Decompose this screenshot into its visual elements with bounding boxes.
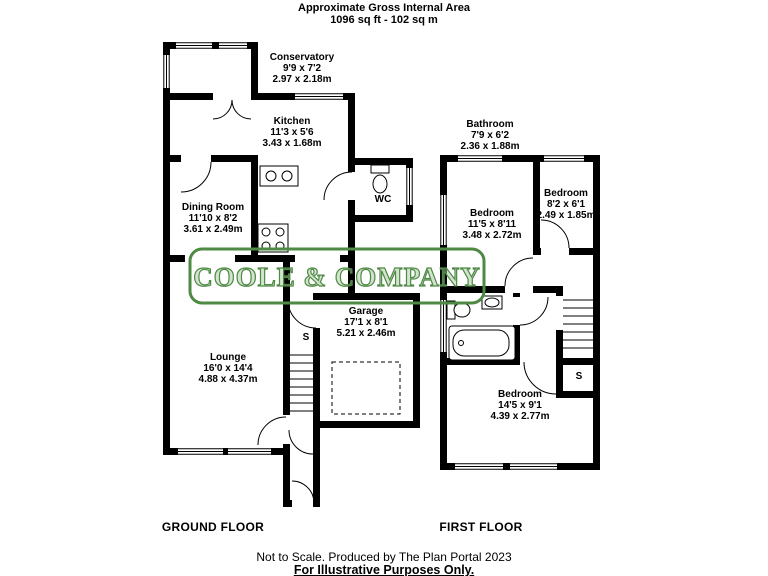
door-arc-porch — [288, 429, 314, 455]
door-arc-lounge — [257, 416, 287, 446]
stove-icon — [257, 223, 289, 253]
room-label-bedroom-bottom: Bedroom 14'5 x 9'1 4.39 x 2.77m — [491, 389, 550, 422]
store-label-ground: S — [302, 332, 310, 343]
window — [176, 42, 212, 49]
room-size-imperial: 7'9 x 6'2 — [470, 130, 510, 141]
door-arc-bedroom-bottom — [523, 361, 557, 395]
room-name: Kitchen — [273, 116, 311, 127]
room-size-metric: 3.48 x 2.72m — [462, 230, 522, 241]
window — [440, 195, 447, 245]
room-name: Dining Room — [181, 202, 245, 213]
ground-floor-plan — [163, 42, 420, 507]
room-size-imperial: 14'5 x 9'1 — [498, 400, 542, 411]
door-arc-bedroom-left — [504, 257, 534, 287]
room-name: Bedroom — [470, 208, 514, 219]
store-label-first: S — [575, 371, 583, 382]
door-arc-bathroom — [519, 296, 549, 326]
room-size-metric: 4.39 x 2.77m — [490, 411, 550, 422]
footer-disclaimer: Not to Scale. Produced by The Plan Porta… — [256, 550, 512, 564]
first-floor-plan — [440, 155, 600, 470]
wc-toilet-icon — [370, 164, 390, 194]
room-size-metric: 4.88 x 4.37m — [198, 374, 258, 385]
room-label-dining: Dining Room 11'10 x 8'2 3.61 x 2.49m — [182, 202, 244, 235]
room-name: Garage — [348, 306, 384, 317]
ground-windows — [163, 42, 413, 455]
room-size-metric: 2.49 x 1.85m — [536, 210, 596, 221]
room-size-imperial: 11'3 x 5'6 — [270, 127, 314, 138]
first-stairs — [563, 299, 593, 349]
watermark-banner: COOLE & COMPANY — [188, 247, 486, 305]
first-doors — [504, 219, 570, 395]
room-size-metric: 3.43 x 1.68m — [262, 138, 322, 149]
room-size-imperial: 8'2 x 6'1 — [546, 199, 586, 210]
room-label-bathroom: Bathroom 7'9 x 6'2 2.36 x 1.88m — [461, 119, 520, 152]
window — [406, 168, 413, 205]
bathtub-icon — [448, 325, 516, 361]
door-arc-conservatory-left — [212, 99, 233, 120]
door-arc-front-entry — [291, 480, 315, 504]
window — [228, 448, 271, 455]
basin-icon — [481, 295, 503, 310]
window — [295, 93, 343, 100]
footer-illustrative: For Illustrative Purposes Only. — [293, 563, 475, 576]
first-floor-title: FIRST FLOOR — [439, 520, 523, 534]
room-label-bedroom-right: Bedroom 8'2 x 6'1 2.49 x 1.85m — [537, 188, 596, 221]
room-size-imperial: 16'0 x 14'4 — [203, 363, 253, 374]
ground-walls — [163, 42, 420, 507]
room-label-lounge: Lounge 16'0 x 14'4 4.88 x 4.37m — [199, 352, 258, 385]
window — [458, 155, 502, 162]
room-size-metric: 2.97 x 2.18m — [272, 74, 332, 85]
door-arc-bedroom-right — [540, 219, 570, 249]
room-size-imperial: 17'1 x 8'1 — [344, 317, 388, 328]
ground-fixtures — [257, 164, 401, 415]
first-walls — [440, 155, 600, 470]
door-arc-wc — [323, 171, 353, 201]
room-name: Bedroom — [498, 389, 542, 400]
window — [510, 463, 557, 470]
room-size-imperial: 11'5 x 8'11 — [467, 219, 517, 230]
garage-door-dashed — [331, 361, 401, 415]
first-fixtures — [446, 295, 516, 361]
first-windows — [440, 155, 584, 470]
window — [455, 463, 503, 470]
room-label-bedroom-left: Bedroom 11'5 x 8'11 3.48 x 2.72m — [463, 208, 522, 241]
room-label-garage: Garage 17'1 x 8'1 5.21 x 2.46m — [337, 306, 396, 339]
room-size-metric: 2.36 x 1.88m — [460, 141, 520, 152]
watermark-text: COOLE & COMPANY — [193, 262, 480, 292]
ground-floor-title: GROUND FLOOR — [161, 520, 265, 534]
window — [544, 155, 584, 162]
room-label-wc: WC — [375, 194, 392, 205]
room-size-imperial: 9'9 x 7'2 — [282, 63, 322, 74]
room-name: Conservatory — [269, 52, 335, 63]
room-label-conservatory: Conservatory 9'9 x 7'2 2.97 x 2.18m — [270, 52, 334, 85]
header-area-line: Approximate Gross Internal Area — [298, 2, 470, 14]
window — [178, 448, 223, 455]
window — [219, 42, 247, 49]
kitchen-sink-icon — [259, 165, 299, 187]
room-name: Bathroom — [466, 119, 514, 130]
door-arc-dining — [180, 161, 212, 193]
room-size-metric: 3.61 x 2.49m — [183, 224, 243, 235]
header-size-line: 1096 sq ft - 102 sq m — [330, 14, 438, 26]
room-name: WC — [374, 194, 392, 205]
room-size-metric: 5.21 x 2.46m — [336, 328, 396, 339]
room-size-imperial: 11'10 x 8'2 — [188, 213, 238, 224]
window — [440, 300, 447, 352]
room-name: Bedroom — [544, 188, 588, 199]
ground-stairs — [290, 354, 313, 412]
door-arc-conservatory-right — [231, 99, 252, 120]
room-label-kitchen: Kitchen 11'3 x 5'6 3.43 x 1.68m — [263, 116, 322, 149]
window — [163, 55, 170, 88]
toilet-icon — [446, 300, 471, 320]
room-name: Lounge — [209, 352, 247, 363]
